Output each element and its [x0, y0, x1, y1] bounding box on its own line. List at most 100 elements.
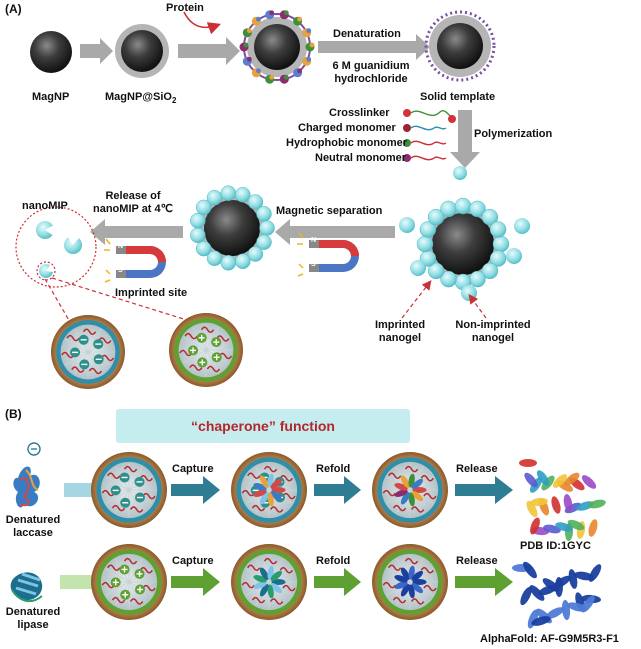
- reagent-crosslinker: Crosslinker: [329, 107, 390, 119]
- protein-blob: [297, 16, 302, 22]
- laccase-line-2: laccase: [13, 527, 53, 539]
- polymer-chain: [410, 598, 425, 605]
- imprinted-site-positive: [169, 313, 243, 387]
- refold-label-row1: Refold: [316, 463, 351, 475]
- magnp-label: MagNP: [32, 91, 70, 103]
- protein-blob: [283, 10, 289, 16]
- polymer-chain: [179, 349, 193, 357]
- nanomip-label: nanoMIP: [22, 200, 68, 212]
- bound-nanogel: [469, 270, 486, 288]
- polymer-chain: [218, 352, 233, 360]
- nanomip-group: [15, 206, 97, 288]
- protein-strand: [271, 487, 286, 493]
- magnet-s-label: S: [118, 267, 123, 274]
- hydrophobic-monomer-icon: [403, 139, 447, 147]
- protein-blob: [306, 56, 312, 62]
- protein-blob: [309, 42, 315, 48]
- bound-nanogel: [427, 208, 445, 226]
- release-label: Release of nanoMIP at 4℃: [88, 190, 178, 216]
- pointer-line: [44, 278, 71, 323]
- protein-label: Protein: [166, 2, 204, 14]
- polymer-chain: [247, 564, 261, 572]
- magnet-icon: [104, 238, 166, 283]
- bound-nanogel: [190, 212, 206, 229]
- non-imprinted-line-1: Non-imprinted: [455, 319, 531, 331]
- nanomip-particle: [64, 235, 82, 254]
- polymer-chain: [410, 506, 425, 513]
- alphafold-id-label: AlphaFold: AF-G9M5R3-F1: [480, 633, 619, 645]
- free-nanogel: [453, 166, 467, 180]
- magnetic-separation-label: Magnetic separation: [276, 205, 383, 217]
- laccase-line-1: Denatured: [5, 514, 61, 526]
- magnp-sio2-text: MagNP@SiO: [105, 91, 172, 103]
- gel-mesh: [386, 568, 434, 596]
- structure-helix: [588, 564, 602, 582]
- polymer-chain: [251, 504, 266, 512]
- polymer-chain: [184, 332, 198, 340]
- release-line-2: nanoMIP at 4℃: [93, 203, 173, 215]
- polymer-chain: [269, 506, 284, 513]
- magnp-particle: [30, 31, 72, 73]
- structure-helix: [523, 561, 537, 579]
- bound-nanogel: [235, 186, 251, 203]
- structure-helix: [563, 494, 573, 512]
- imprinted-site-highlight: [36, 261, 56, 281]
- free-nanogel: [399, 217, 415, 233]
- release-label-row2: Release: [456, 555, 498, 567]
- reagent-charged: Charged monomer: [298, 122, 396, 134]
- structure-helix: [530, 497, 548, 507]
- bound-nanogel: [256, 206, 272, 222]
- polymer-chain: [263, 557, 278, 565]
- polymer-chain: [111, 504, 126, 512]
- release-arrow: [90, 219, 183, 245]
- bound-nanogel: [481, 262, 499, 280]
- bound-nanogel: [440, 200, 457, 218]
- polymer-chain: [189, 364, 203, 371]
- protein-strand: [400, 583, 410, 597]
- structure-helix: [520, 586, 532, 606]
- protein-strand: [408, 492, 415, 507]
- magnet-n-label: N: [311, 237, 317, 244]
- chaperone-label: “chaperone” function: [191, 418, 335, 434]
- protein-strand: [253, 489, 267, 497]
- polymerization-arrow: [450, 110, 480, 168]
- bound-nanogel: [190, 227, 206, 244]
- polymer-chain: [142, 584, 156, 592]
- reagent-hydrophobic: Hydrophobic monomer: [286, 137, 408, 149]
- bound-nanogel: [195, 240, 212, 257]
- polymer-chain: [279, 475, 293, 482]
- protein-strand: [270, 478, 282, 489]
- guanidium-label: 6 M guanidium hydrochloride: [326, 60, 416, 86]
- polymer-chain: [404, 557, 419, 565]
- denatured-lipase-icon: [10, 572, 43, 603]
- bound-nanogel: [489, 250, 507, 267]
- bound-nanogel: [469, 200, 486, 218]
- denaturation-label: Denaturation: [333, 28, 401, 40]
- pointer-line: [468, 294, 487, 319]
- polymer-chain: [200, 326, 215, 333]
- structure-helix: [588, 519, 598, 537]
- free-nanogel: [461, 285, 477, 301]
- polymer-chain: [139, 567, 153, 574]
- imprinted-line-2: nanogel: [378, 332, 422, 344]
- magnp-sio2-label: MagNP@SiO2: [105, 91, 176, 107]
- protein-strand: [259, 567, 269, 581]
- gel-mesh: [386, 476, 434, 504]
- non-imprinted-nanogel-label: Non-imprinted nanogel: [448, 319, 538, 345]
- refold-arrow: [314, 568, 361, 596]
- protein-strand: [411, 583, 423, 594]
- refold-arrow: [314, 476, 361, 504]
- structure-helix: [581, 595, 595, 613]
- polymer-chain: [241, 581, 255, 589]
- bound-nanogel: [256, 234, 272, 250]
- crosslinker-icon: [403, 109, 456, 123]
- free-nanogel: [410, 260, 426, 276]
- protein-blob: [269, 74, 275, 80]
- imprinted-nanogel-label: Imprinted nanogel: [360, 319, 440, 345]
- pointer-line: [51, 277, 191, 322]
- protein-strand: [270, 583, 282, 594]
- release-line-1: Release of: [105, 190, 161, 202]
- bound-nanogel: [440, 270, 457, 288]
- structure-helix: [588, 499, 606, 509]
- polymer-chain: [129, 506, 144, 513]
